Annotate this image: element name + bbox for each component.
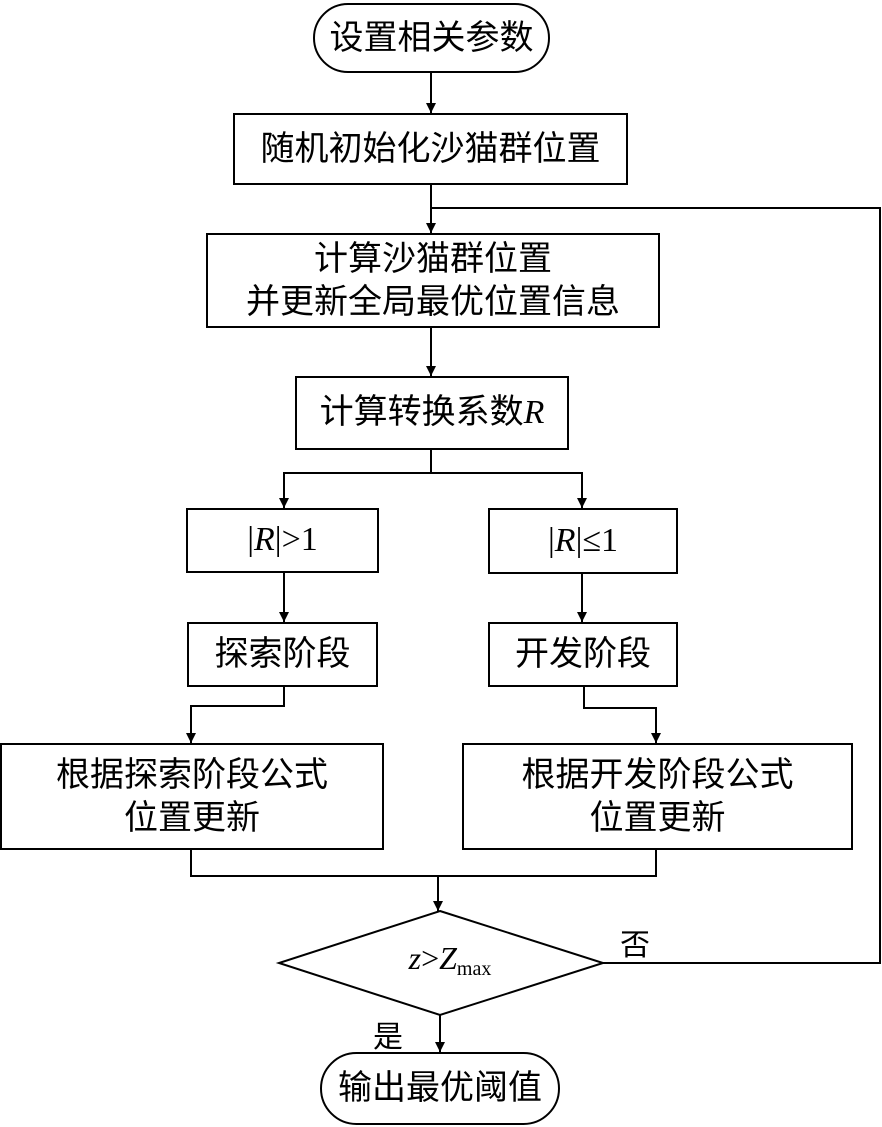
coef-text: 计算转换系数 xyxy=(319,392,524,433)
arrow-explore-update xyxy=(186,686,285,743)
exploit-label: 开发阶段 xyxy=(515,634,651,675)
end-node: 输出最优阈值 xyxy=(320,1052,560,1125)
loop-back-line xyxy=(431,207,881,964)
init-label: 随机初始化沙猫群位置 xyxy=(260,128,601,169)
decision-op: > xyxy=(421,940,440,976)
update-left-node: 根据探索阶段公式 位置更新 xyxy=(0,743,384,850)
coef-node: 计算转换系数R xyxy=(295,376,569,450)
decision-label: z>Zmax xyxy=(380,940,520,981)
update-right-node: 根据开发阶段公式 位置更新 xyxy=(462,743,853,850)
compute-label-line1: 计算沙猫群位置 xyxy=(314,239,552,279)
update-left-line2: 位置更新 xyxy=(124,797,260,838)
exploit-node: 开发阶段 xyxy=(488,622,678,687)
yes-label: 是 xyxy=(373,1020,403,1055)
cond-right-post: |≤1 xyxy=(575,521,619,559)
cond-right-pre: | xyxy=(547,521,555,559)
end-label: 输出最优阈值 xyxy=(338,1068,542,1109)
cond-left-label: |R|>1 xyxy=(247,519,318,562)
arrow-exploit-update xyxy=(583,686,661,743)
cond-left-post: |>1 xyxy=(274,521,318,559)
compute-node: 计算沙猫群位置 并更新全局最优位置信息 xyxy=(206,233,660,328)
cond-right-var: R xyxy=(554,521,576,559)
cond-left-var: R xyxy=(254,521,275,559)
arrow-coef-right xyxy=(431,472,587,508)
cond-left-pre: | xyxy=(247,521,255,559)
decision-sub: max xyxy=(456,958,492,980)
decision-rhs: Z xyxy=(439,940,457,976)
no-label: 否 xyxy=(620,928,650,963)
cond-right-label: |R|≤1 xyxy=(548,520,618,563)
update-left-line1: 根据探索阶段公式 xyxy=(56,755,328,795)
explore-label: 探索阶段 xyxy=(214,634,351,675)
init-node: 随机初始化沙猫群位置 xyxy=(233,113,628,185)
cond-left-node: |R|>1 xyxy=(186,508,379,573)
coef-var: R xyxy=(523,394,545,432)
arrow-coef-left xyxy=(279,450,432,508)
cond-right-node: |R|≤1 xyxy=(488,508,678,574)
explore-node: 探索阶段 xyxy=(187,622,378,687)
start-label: 设置相关参数 xyxy=(329,17,534,58)
update-right-line2: 位置更新 xyxy=(589,797,726,838)
decision-lhs: z xyxy=(408,940,422,976)
compute-label-line2: 并更新全局最优位置信息 xyxy=(246,281,620,322)
merge-line xyxy=(190,849,657,877)
update-right-line1: 根据开发阶段公式 xyxy=(521,755,794,795)
coef-label: 计算转换系数R xyxy=(320,391,545,435)
start-node: 设置相关参数 xyxy=(313,3,550,73)
